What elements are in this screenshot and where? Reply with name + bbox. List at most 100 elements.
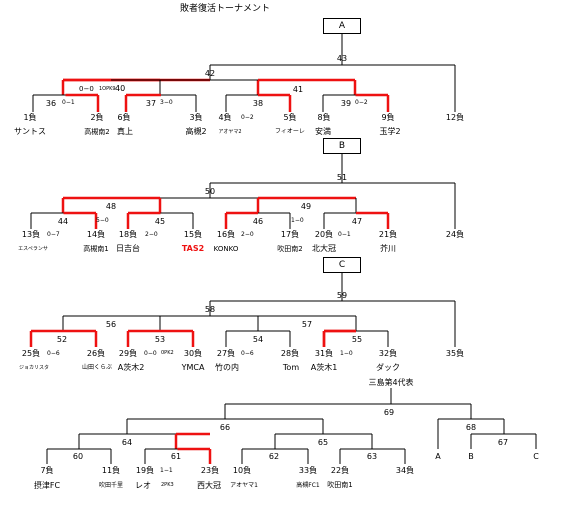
team-name: Tom <box>282 363 300 372</box>
seed-label: 10負 <box>232 466 252 475</box>
match-number: 38 <box>252 99 264 108</box>
match-score: 5−0 <box>96 217 109 224</box>
team-name: エスペランサ <box>18 246 48 252</box>
match-number: 68 <box>465 423 477 432</box>
seed-label: 22負 <box>330 466 350 475</box>
match-pk-score: 1OPK9 <box>99 86 116 92</box>
team-name: 日吉台 <box>116 244 140 253</box>
team-name: 高槻南2 <box>84 128 110 136</box>
team-name: A茨木1 <box>310 363 338 372</box>
match-number: 65 <box>317 438 329 447</box>
match-number: 58 <box>204 305 216 314</box>
team-name: 安満 <box>315 127 331 136</box>
seed-label: 2負 <box>90 113 104 122</box>
match-score: 0−0 <box>79 85 94 93</box>
team-name: A茨木2 <box>117 363 145 372</box>
match-number: 54 <box>252 335 264 344</box>
match-number: 67 <box>497 438 509 447</box>
match-number: 51 <box>336 173 348 182</box>
seed-label: 19負 <box>135 466 155 475</box>
match-number: 50 <box>204 187 216 196</box>
match-number: 45 <box>154 217 166 226</box>
team-name: 真上 <box>117 127 133 136</box>
seed-label: 27負 <box>216 349 236 358</box>
match-number: 46 <box>252 217 264 226</box>
team-name: アオヤマ1 <box>230 482 258 489</box>
match-score: 0−6 <box>47 350 60 357</box>
team-name: ダック <box>376 363 400 372</box>
seed-label: 8負 <box>317 113 331 122</box>
match-score: 0−6 <box>241 350 254 357</box>
match-score: 0−0 <box>144 350 157 357</box>
team-name: アオヤマ2 <box>218 129 242 135</box>
match-score: 0−7 <box>47 231 60 238</box>
seed-label: 33負 <box>298 466 318 475</box>
seed-label: 3負 <box>189 113 203 122</box>
match-number: 63 <box>366 452 378 461</box>
match-number: 44 <box>57 217 69 226</box>
match-number: 61 <box>170 452 182 461</box>
match-number: 42 <box>204 69 216 78</box>
seed-label: 17負 <box>280 230 300 239</box>
match-score: 0−1 <box>62 99 75 106</box>
team-name: ジョカリスタ <box>18 365 50 371</box>
team-name: 高槻南1 <box>83 245 109 253</box>
match-number: 41 <box>292 85 304 94</box>
team-name: 吹田南2 <box>277 245 303 253</box>
seed-label: 11負 <box>101 466 121 475</box>
match-score: 1−0 <box>340 350 353 357</box>
match-number: 57 <box>301 320 313 329</box>
seed-label: 25負 <box>21 349 41 358</box>
team-name: 摂津FC <box>33 481 61 490</box>
seed-label: 14負 <box>86 230 106 239</box>
seed-label: 16負 <box>216 230 236 239</box>
seed-label: 9負 <box>381 113 395 122</box>
seed-label: 1負 <box>23 113 37 122</box>
match-number: 36 <box>45 99 57 108</box>
match-number: 40 <box>115 84 126 93</box>
match-score: 2−0 <box>145 231 158 238</box>
match-number: 62 <box>268 452 280 461</box>
match-number: 43 <box>336 54 348 63</box>
final-seed: C <box>533 452 539 461</box>
seed-label: 30負 <box>183 349 203 358</box>
seed-label: 21負 <box>378 230 398 239</box>
match-number: 64 <box>121 438 133 447</box>
team-name: 吹田南1 <box>327 481 353 489</box>
team-name: 高槻2 <box>185 127 207 136</box>
seed-label: 35負 <box>445 349 465 358</box>
match-number: 47 <box>351 217 363 226</box>
final-seed: A <box>435 452 441 461</box>
seed-label: 7負 <box>40 466 54 475</box>
match-score: 0−2 <box>241 114 254 121</box>
seed-label: 29負 <box>118 349 138 358</box>
seed-label: 23負 <box>200 466 220 475</box>
match-score: 0−2 <box>355 99 368 106</box>
match-number: 55 <box>351 335 363 344</box>
team-name-highlighted: TAS2 <box>181 244 205 253</box>
seed-label: 18負 <box>118 230 138 239</box>
seed-label: 20負 <box>314 230 334 239</box>
team-name: 吹田千里 <box>98 482 124 489</box>
seed-label: 31負 <box>314 349 334 358</box>
seed-label: 6負 <box>117 113 131 122</box>
team-name: KONKO <box>213 245 239 253</box>
match-number: 56 <box>105 320 117 329</box>
match-score: 1−1 <box>160 467 173 474</box>
match-score: 3−0 <box>160 99 173 106</box>
team-name: 西大冠 <box>197 481 221 490</box>
match-number: 59 <box>336 291 348 300</box>
match-number: 49 <box>300 202 312 211</box>
qualifier-label: 三島第4代表 <box>368 378 414 387</box>
match-score: 2−0 <box>241 231 254 238</box>
seed-label: 34負 <box>395 466 415 475</box>
team-name: 北大冠 <box>312 244 336 253</box>
match-number: 52 <box>56 335 68 344</box>
seed-label: 13負 <box>21 230 41 239</box>
match-pk-score: 2PK3 <box>161 482 174 488</box>
match-number: 37 <box>145 99 157 108</box>
team-name: 高槻FC1 <box>296 482 320 489</box>
match-score: 0−1 <box>338 231 351 238</box>
